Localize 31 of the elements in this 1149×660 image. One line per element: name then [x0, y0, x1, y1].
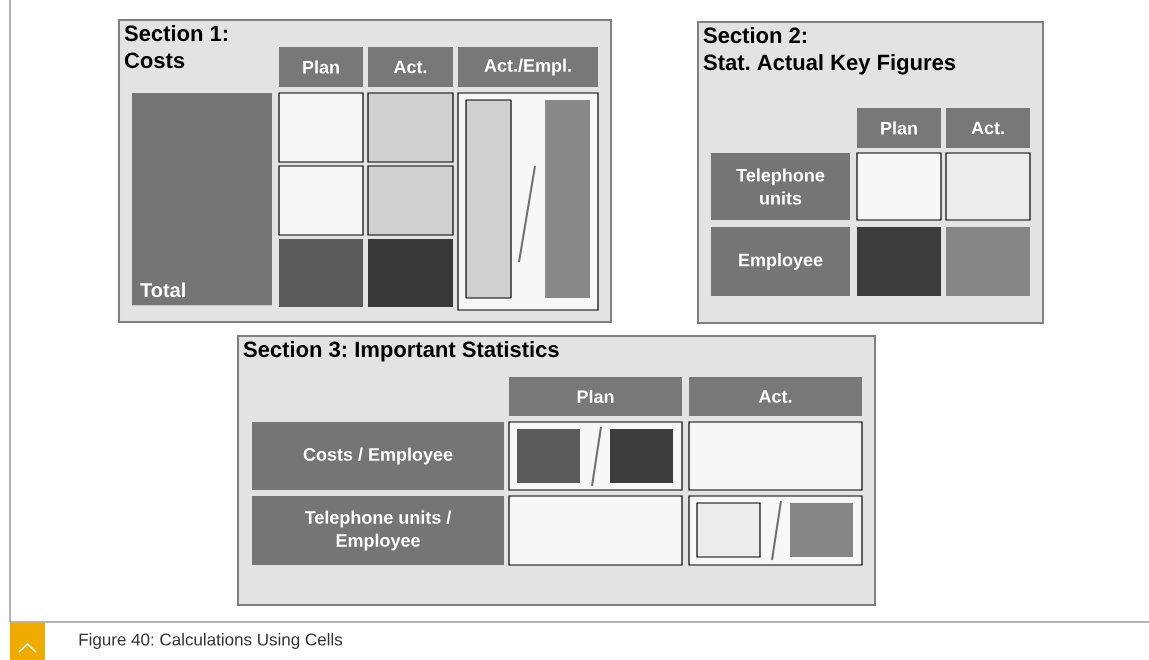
value-block [857, 227, 941, 296]
row-header: Employee [711, 227, 850, 296]
value-cell [688, 421, 863, 491]
column-header: Plan [279, 47, 363, 87]
value-cell [367, 165, 454, 236]
value-block [946, 227, 1030, 296]
value-cell [945, 152, 1031, 221]
column-header: Act. [689, 377, 862, 416]
total-block: Total [132, 93, 272, 306]
column-header: Act. [946, 108, 1030, 148]
value-block [545, 100, 590, 298]
row-header: Telephone units [711, 153, 850, 220]
value-block [610, 429, 673, 483]
column-header: Act./Empl. [458, 47, 598, 87]
column-header: Plan [509, 377, 682, 416]
figure-caption: Figure 40: Calculations Using Cells [79, 633, 343, 649]
column-header: Act. [368, 47, 453, 87]
value-cell [856, 152, 942, 221]
value-cell [278, 165, 364, 236]
value-cell [465, 99, 512, 299]
value-cell [367, 92, 454, 163]
row-header: Costs / Employee [252, 422, 504, 490]
value-cell [508, 495, 683, 566]
value-block [790, 503, 853, 557]
column-header: Plan [857, 108, 941, 148]
value-cell [278, 92, 364, 163]
row-header: Telephone units / Employee [252, 496, 504, 565]
value-block [279, 239, 363, 307]
value-block [368, 239, 453, 307]
value-block [517, 429, 580, 483]
value-cell [696, 502, 761, 558]
